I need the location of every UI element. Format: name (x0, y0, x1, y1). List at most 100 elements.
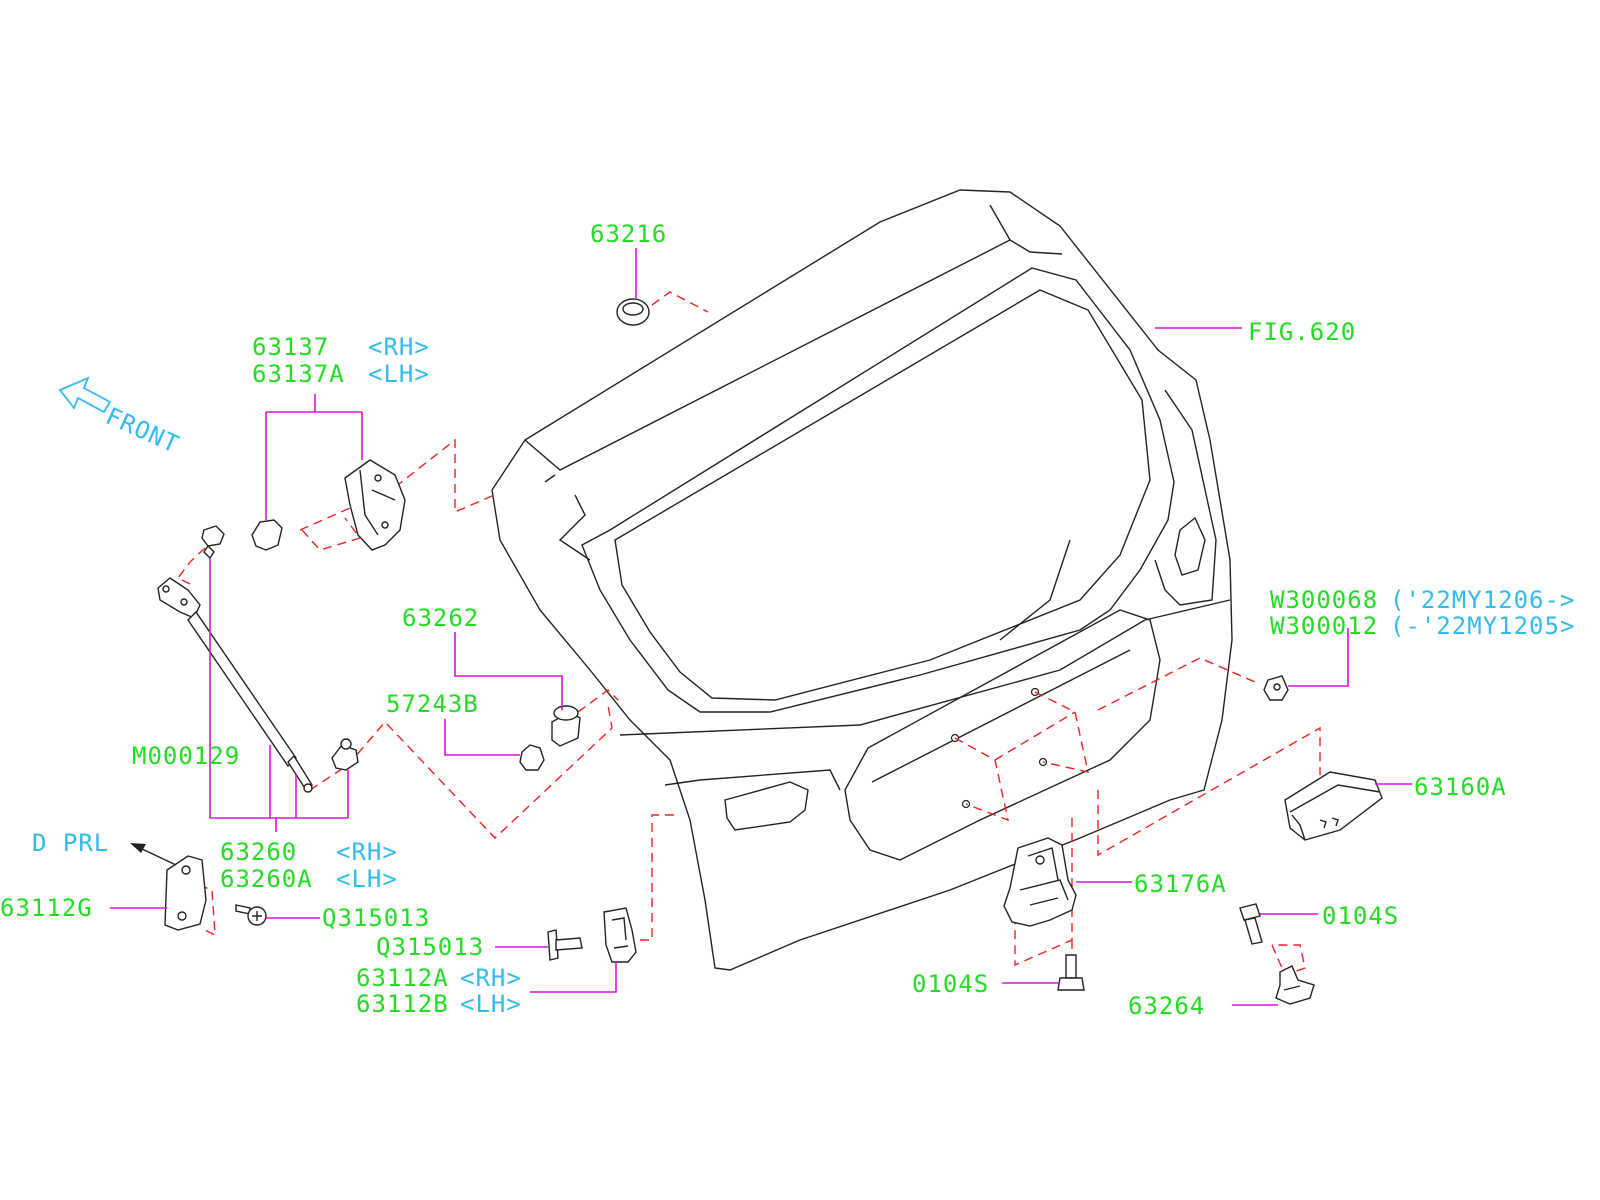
label-63112a: 63112A (356, 964, 449, 992)
rear-window-glass (614, 289, 1151, 701)
part-labels: 63216 FIG.620 63137 <RH> 63137A <LH> FRO… (0, 220, 1575, 1020)
striker-detail (611, 917, 629, 949)
dashed-line-63264 (1271, 944, 1306, 976)
label-fig620: FIG.620 (1248, 318, 1356, 346)
label-q315013-left: Q315013 (376, 933, 484, 961)
label-63176a: 63176A (1134, 870, 1227, 898)
bolt-shank-right (1244, 917, 1263, 945)
bolt-head-lower (1057, 977, 1085, 991)
bolt-0104s-lower (1057, 954, 1085, 991)
hinge-body (344, 459, 406, 551)
dprl-arrow-shaft (139, 847, 177, 866)
label-w300068-range: ('22MY1206-> (1390, 586, 1575, 614)
bracket-body (1275, 965, 1315, 1005)
lamp-recess-right (1174, 516, 1206, 576)
label-63137-rh: <RH> (368, 333, 430, 361)
grommet-hole (622, 302, 644, 316)
front-arrow-icon (58, 376, 112, 414)
bolt-head (201, 525, 225, 547)
leader-63262 (454, 632, 563, 710)
dashed-line-license-holes (954, 691, 1089, 822)
bumper-63262 (551, 705, 581, 747)
clip-hole (1273, 683, 1281, 691)
latch-hole (1035, 855, 1045, 865)
label-63260: 63260 (220, 838, 297, 866)
label-63137: 63137 (252, 333, 329, 361)
label-63260a-lh: <LH> (336, 865, 398, 893)
front-arrow-shape (58, 376, 112, 414)
rear-window-outer (581, 267, 1175, 713)
label-63262: 63262 (402, 604, 479, 632)
edge-hook-left (558, 494, 591, 561)
latch-detail (1019, 847, 1069, 906)
spoiler-line (524, 204, 1011, 471)
dashed-line-63112g (184, 879, 216, 937)
striker-63112g (164, 855, 207, 931)
label-63112b-lh: <LH> (460, 990, 522, 1018)
latch-63176a (1003, 837, 1077, 927)
label-63137a: 63137A (252, 360, 345, 388)
clip-w300068 (1263, 675, 1289, 701)
leader-63112a (530, 962, 617, 993)
leader-63137 (265, 394, 363, 520)
label-63160a: 63160A (1414, 773, 1507, 801)
lamp-recess-left (724, 781, 809, 831)
bolt-shank (203, 544, 215, 560)
label-w300068: W300068 (1270, 586, 1378, 614)
bolt-head-mid (547, 929, 559, 961)
bolt-head-right (1239, 903, 1261, 921)
label-63112a-rh: <RH> (460, 964, 522, 992)
lower-garnish-line (871, 649, 1131, 783)
label-front: FRONT (102, 402, 184, 459)
dashed-line-63216 (651, 291, 709, 313)
label-m000129: M000129 (132, 742, 240, 770)
label-63112g: 63112G (0, 894, 93, 922)
gas-stay-63260 (157, 577, 359, 793)
striker-plate (603, 907, 637, 963)
side-trim-line-right (1154, 389, 1217, 606)
label-63137a-lh: <LH> (368, 360, 430, 388)
label-63260a: 63260A (220, 865, 313, 893)
bracket-63264 (1275, 965, 1315, 1005)
dprl-arrow-head (130, 843, 146, 853)
label-57243b: 57243B (386, 690, 479, 718)
tailgate-outer-outline (491, 189, 1233, 971)
label-w300012: W300012 (1270, 612, 1378, 640)
hinge-bolt-hole (381, 521, 389, 529)
tailgate-drawing (491, 189, 1233, 971)
lamp-63160a (1284, 771, 1383, 841)
lower-left-curve (664, 769, 841, 791)
hinge-63137 (344, 459, 406, 551)
cap-57243b (519, 744, 545, 771)
stay-upper-bracket (157, 577, 201, 619)
window-wiper-line (999, 539, 1071, 641)
lower-panel-edge (619, 599, 1231, 736)
label-63112b: 63112B (356, 990, 449, 1018)
parts (58, 298, 1383, 1005)
mounting-holes (950, 687, 1048, 809)
bracket-hole (162, 585, 170, 593)
license-plate-recess (844, 609, 1161, 861)
label-0104s-lower: 0104S (912, 970, 989, 998)
spoiler-groove (544, 239, 1063, 483)
hinge-cap (251, 519, 283, 551)
dashed-line-63262 (577, 689, 619, 713)
label-dprl: D PRL (32, 829, 109, 857)
striker-body (164, 855, 207, 931)
striker-hole (177, 911, 187, 921)
dashed-line-w300068 (1097, 657, 1256, 711)
dashed-line-63160a (1097, 726, 1321, 857)
label-0104s-right: 0104S (1322, 902, 1399, 930)
bolt-shank-mid (555, 937, 583, 951)
screw-q315013-middle (547, 929, 583, 961)
stay-end (303, 783, 313, 793)
dashed-line-63137 (299, 438, 493, 531)
dprl-arrow-icon (130, 843, 177, 866)
hinge-detail (359, 469, 396, 536)
striker-63112a (603, 907, 637, 963)
bumper-top (553, 705, 579, 721)
ball-socket (340, 738, 352, 750)
screw-q315013-left (235, 904, 267, 926)
bracket-hole (180, 598, 188, 606)
